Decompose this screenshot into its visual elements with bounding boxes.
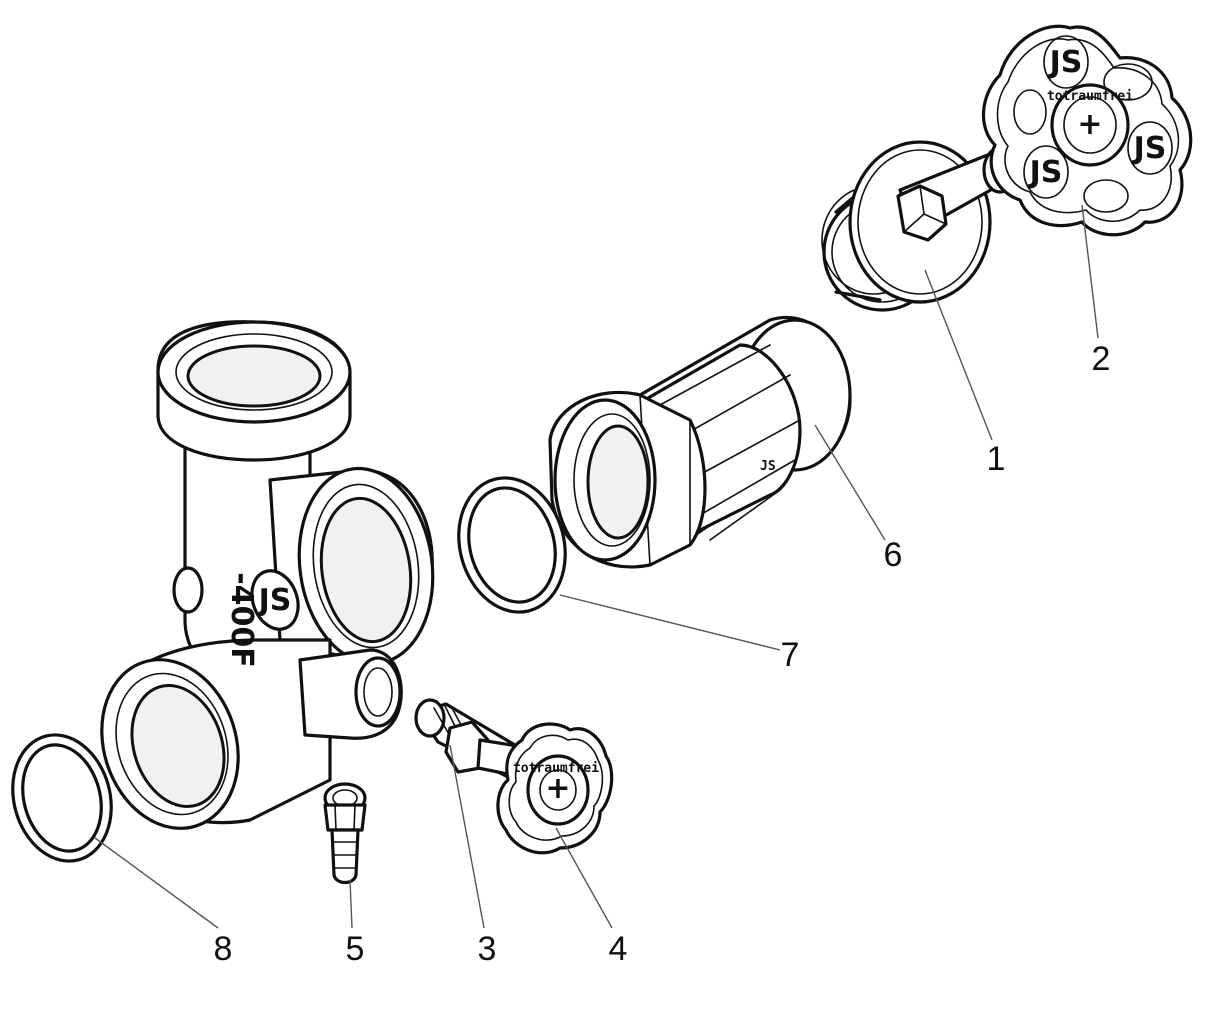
leader-8 [94,837,219,929]
leader-3 [449,744,485,929]
valve-insert-large [821,140,1018,312]
logo-mark-2: JS [1132,131,1167,166]
sleeve-logo: JS [760,459,776,474]
gasket-ring-8 [11,733,113,863]
valve-insert-small [414,698,532,780]
callout-7: 7 [781,636,800,674]
leader-4 [555,827,613,929]
small-hub-mark: + [545,771,570,806]
callout-5: 5 [346,930,365,968]
leader-2 [1081,204,1099,339]
gasket-ring-7 [457,476,567,614]
handwheel-large: + totraumfrei JS JS JS [982,24,1193,237]
leader-6 [814,424,886,541]
handwheel-small-text: totraumfrei [513,761,599,776]
union-sleeve: JS [548,316,852,569]
callout-4: 4 [609,930,628,968]
callout-6: 6 [884,536,903,574]
logo-mark-1: JS [1048,45,1083,80]
leader-5 [349,879,353,929]
hub-screw-mark: + [1077,107,1102,142]
callout-2: 2 [1092,340,1111,378]
callout-8: 8 [214,930,233,968]
leader-1 [924,269,993,441]
handwheel-large-text: totraumfrei [1047,89,1133,104]
callout-labels: 1 2 3 4 5 6 7 8 [214,340,1111,968]
handwheel-small: + totraumfrei [496,722,614,855]
body-marking: -400F [224,572,259,668]
callout-3: 3 [478,930,497,968]
logo-mark-3: JS [1028,155,1063,190]
tee-fitting-body: JS -400F [100,320,435,830]
leader-7 [559,594,781,651]
leader-lines [94,204,1099,929]
hose-nipple [323,782,367,885]
callout-1: 1 [987,440,1006,478]
body-logo: JS [257,583,292,618]
